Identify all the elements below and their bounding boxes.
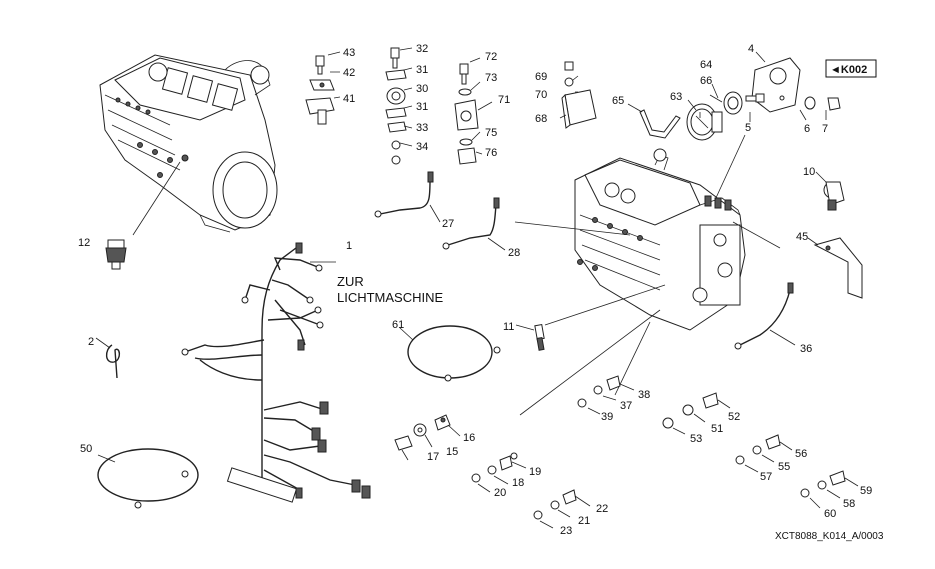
callout-55: 55 bbox=[778, 461, 790, 473]
callout-33: 33 bbox=[416, 122, 428, 134]
glow-plug bbox=[515, 324, 545, 351]
fastener-group-37-39 bbox=[577, 375, 635, 415]
bracket-stack-41-43 bbox=[305, 51, 341, 125]
relay bbox=[559, 61, 597, 129]
callout-21: 21 bbox=[578, 515, 590, 527]
drawing-code: XCT8088_K014_A/0003 bbox=[775, 531, 884, 542]
callout-20: 20 bbox=[494, 487, 506, 499]
callout-6: 6 bbox=[804, 123, 810, 135]
callout-30: 30 bbox=[416, 83, 428, 95]
callout-42: 42 bbox=[343, 67, 355, 79]
callout-32: 32 bbox=[416, 43, 428, 55]
sensor-10 bbox=[815, 171, 845, 211]
callout-65: 65 bbox=[612, 95, 624, 107]
callout-labels: 1 2 4 5 6 7 10 11 12 15 16 17 18 19 20 2… bbox=[78, 43, 884, 542]
callout-45: 45 bbox=[796, 231, 808, 243]
callout-11: 11 bbox=[503, 321, 514, 333]
callout-61: 61 bbox=[392, 319, 404, 331]
callout-70: 70 bbox=[535, 89, 547, 101]
callout-4: 4 bbox=[748, 43, 754, 55]
harness-note-line1: ZUR bbox=[337, 274, 364, 289]
cable-loop-50 bbox=[97, 448, 199, 509]
callout-28: 28 bbox=[508, 247, 520, 259]
clamp-stack-71-76 bbox=[454, 57, 493, 165]
callout-63: 63 bbox=[670, 91, 682, 103]
callout-69: 69 bbox=[535, 71, 547, 83]
cable-loop-61 bbox=[399, 325, 501, 382]
callout-50: 50 bbox=[80, 443, 92, 455]
callout-5: 5 bbox=[745, 122, 751, 134]
callout-34: 34 bbox=[416, 141, 428, 153]
callout-19: 19 bbox=[529, 466, 541, 478]
callout-71: 71 bbox=[498, 94, 510, 106]
harness-note-line2: LICHTMASCHINE bbox=[337, 290, 444, 305]
callout-1: 1 bbox=[346, 240, 352, 252]
callout-41: 41 bbox=[343, 93, 355, 105]
clamp-stack-30-34 bbox=[385, 47, 413, 165]
reference-box-label[interactable]: ◄K002 bbox=[830, 64, 867, 76]
callout-16: 16 bbox=[463, 432, 475, 444]
callout-58: 58 bbox=[843, 498, 855, 510]
callout-64: 64 bbox=[700, 59, 712, 71]
cable-27 bbox=[374, 171, 441, 223]
callout-22: 22 bbox=[596, 503, 608, 515]
leader-lines bbox=[132, 134, 781, 416]
callout-31a: 31 bbox=[416, 64, 428, 76]
callout-12: 12 bbox=[78, 237, 90, 249]
clip bbox=[95, 337, 121, 379]
wiring-harness bbox=[181, 242, 371, 503]
callout-72: 72 bbox=[485, 51, 497, 63]
callout-31b: 31 bbox=[416, 101, 428, 113]
fastener-group-21-23 bbox=[533, 489, 591, 529]
gauge-assembly bbox=[686, 51, 841, 141]
callout-39: 39 bbox=[601, 411, 613, 423]
callout-60: 60 bbox=[824, 508, 836, 520]
callout-75: 75 bbox=[485, 127, 497, 139]
engine-left bbox=[99, 54, 278, 233]
callout-36: 36 bbox=[800, 343, 812, 355]
cable-28 bbox=[442, 197, 506, 251]
callout-68: 68 bbox=[535, 113, 547, 125]
callout-53: 53 bbox=[690, 433, 702, 445]
callout-10: 10 bbox=[803, 166, 815, 178]
callout-66: 66 bbox=[700, 75, 712, 87]
plate-45 bbox=[807, 237, 863, 299]
fastener-group-55-57 bbox=[735, 434, 793, 473]
callout-73: 73 bbox=[485, 72, 497, 84]
callout-38: 38 bbox=[638, 389, 650, 401]
callout-76: 76 bbox=[485, 147, 497, 159]
callout-37: 37 bbox=[620, 400, 632, 412]
engine-right bbox=[574, 148, 746, 331]
callout-17: 17 bbox=[427, 451, 439, 463]
fastener-group-18-20 bbox=[471, 452, 527, 493]
callout-2: 2 bbox=[88, 336, 94, 348]
callout-56: 56 bbox=[795, 448, 807, 460]
callout-23: 23 bbox=[560, 525, 572, 537]
callout-43: 43 bbox=[343, 47, 355, 59]
fastener-group-15-17 bbox=[394, 414, 461, 461]
fastener-group-58-60 bbox=[800, 470, 859, 509]
callout-7: 7 bbox=[822, 123, 828, 135]
callout-15: 15 bbox=[446, 446, 458, 458]
callout-27: 27 bbox=[442, 218, 454, 230]
callout-59: 59 bbox=[860, 485, 872, 497]
pressure-sensor bbox=[105, 239, 127, 270]
callout-52: 52 bbox=[728, 411, 740, 423]
callout-18: 18 bbox=[512, 477, 524, 489]
fastener-group-51-53 bbox=[662, 392, 731, 435]
bracket-65 bbox=[627, 103, 681, 139]
reference-box-frame bbox=[825, 59, 877, 78]
callout-51: 51 bbox=[711, 423, 723, 435]
cable-36 bbox=[734, 282, 796, 350]
callout-57: 57 bbox=[760, 471, 772, 483]
